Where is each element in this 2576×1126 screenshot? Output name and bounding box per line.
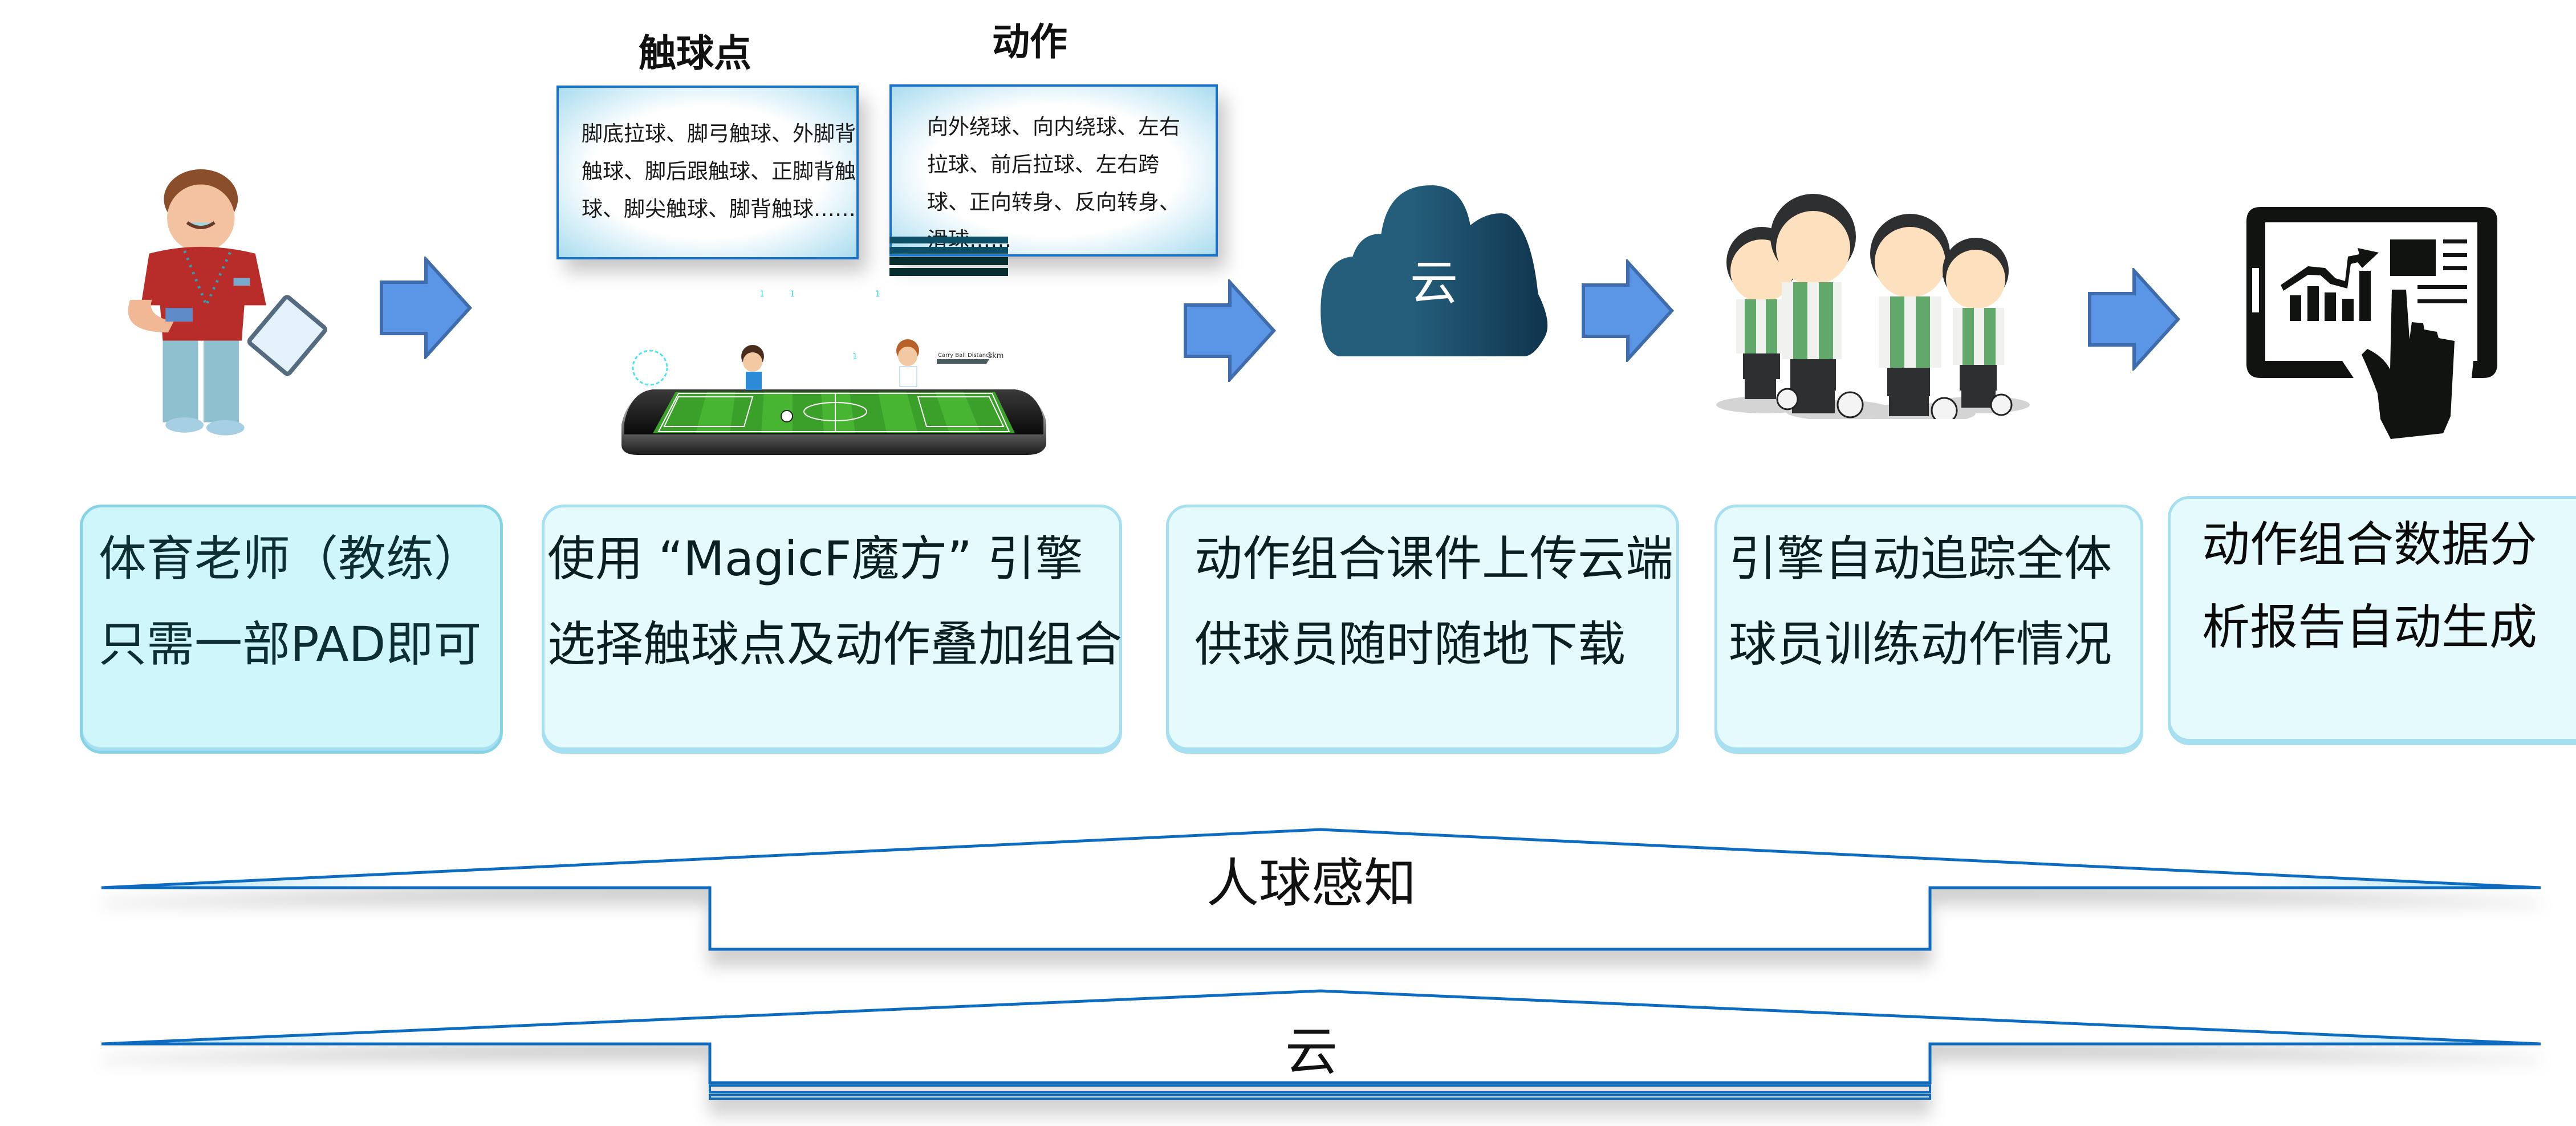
touch-points-text: 脚底拉球、脚弓触球、外脚背触球、脚后跟触球、正脚背触球、脚尖触球、脚背触球…… bbox=[582, 121, 856, 221]
cloud-label: 云 bbox=[1410, 255, 1458, 311]
step-card-line: 动作组合数据分 bbox=[2202, 517, 2538, 572]
foundation-bands bbox=[101, 828, 2541, 1100]
band-perception bbox=[101, 828, 2541, 951]
step-card-line: 只需一部PAD即可 bbox=[99, 616, 482, 672]
step-card-line: 引擎自动追踪全体 bbox=[1729, 531, 2112, 587]
touch-points-heading: 触球点 bbox=[639, 31, 751, 75]
band-perception-label: 人球感知 bbox=[1206, 853, 1416, 914]
player bbox=[1943, 238, 2009, 408]
band-cloud bbox=[101, 989, 2541, 1100]
player bbox=[1770, 194, 1856, 413]
actions-box-stripes bbox=[889, 237, 1008, 277]
step-card-line: 析报告自动生成 bbox=[2202, 599, 2538, 655]
step-card-line: 供球员随时随地下载 bbox=[1194, 616, 1626, 672]
phone-football-field: 1 1 1 1 Carry Ball Distance 1km bbox=[621, 290, 1046, 455]
carry-ball-label: Carry Ball Distance bbox=[938, 352, 993, 359]
right-arrow-icon bbox=[380, 257, 473, 359]
touch-points-box: 脚底拉球、脚弓触球、外脚背触球、脚后跟触球、正脚背触球、脚尖触球、脚背触球…… bbox=[556, 86, 859, 259]
players-group bbox=[1716, 194, 2030, 419]
step-card-line: 动作组合课件上传云端 bbox=[1194, 531, 1674, 587]
step-card-line: 球员训练动作情况 bbox=[1729, 616, 2112, 672]
actions-heading: 动作 bbox=[992, 20, 1067, 64]
binary-column: 1 bbox=[790, 290, 794, 299]
cloud-icon: 云 bbox=[1320, 185, 1548, 356]
carry-ball-value: 1km bbox=[988, 352, 1003, 360]
binary-column: 1 bbox=[759, 290, 764, 299]
binary-column: 1 bbox=[852, 352, 857, 361]
coach-figure bbox=[128, 169, 327, 436]
step-card-upload: 动作组合课件上传云端 供球员随时随地下载 bbox=[1166, 505, 1679, 754]
tablet-report-icon bbox=[2246, 207, 2497, 439]
step-card-coach: 体育老师（教练） 只需一部PAD即可 bbox=[80, 505, 503, 754]
step-card-report: 动作组合数据分 析报告自动生成 bbox=[2168, 496, 2576, 745]
step-card-engine: 使用 “MagicF魔方” 引擎 选择触球点及动作叠加组合 bbox=[542, 505, 1122, 754]
band-cloud-label: 云 bbox=[1285, 1021, 1338, 1082]
step-card-tracking: 引擎自动追踪全体 球员训练动作情况 bbox=[1714, 505, 2143, 754]
step-card-line: 体育老师（教练） bbox=[99, 531, 482, 587]
binary-column: 1 bbox=[875, 290, 880, 299]
right-arrow-icon bbox=[1184, 279, 1277, 382]
right-arrow-icon bbox=[2088, 268, 2181, 371]
player bbox=[1870, 214, 1950, 416]
right-arrow-icon bbox=[1582, 259, 1675, 362]
step-card-line: 选择触球点及动作叠加组合 bbox=[547, 616, 1123, 672]
step-card-line: 使用 “MagicF魔方” 引擎 bbox=[547, 531, 1083, 587]
actions-box: 向外绕球、向内绕球、左右拉球、前后拉球、左右跨球、正向转身、反向转身、滑球…… bbox=[889, 84, 1218, 257]
